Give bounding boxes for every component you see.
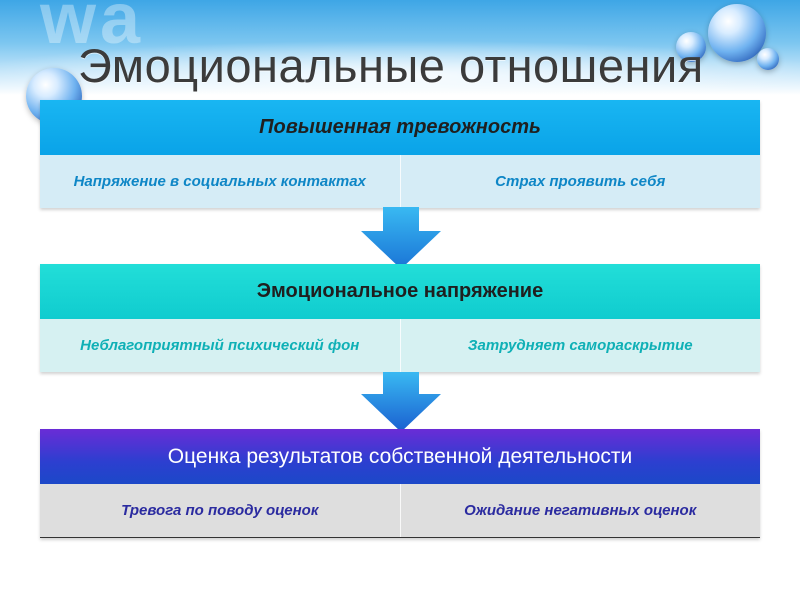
block-row: Неблагоприятный психический фон Затрудня… bbox=[40, 319, 760, 372]
block-cell: Напряжение в социальных контактах bbox=[73, 172, 366, 190]
decorative-orb-icon bbox=[708, 4, 766, 62]
decorative-orb-icon bbox=[676, 32, 706, 62]
down-arrow-icon bbox=[361, 372, 441, 432]
block-cell: Тревога по поводу оценок bbox=[121, 501, 319, 519]
block-heading: Повышенная тревожность bbox=[40, 100, 760, 155]
background-watermark: wa bbox=[40, 0, 145, 59]
block-cell: Неблагоприятный психический фон bbox=[80, 336, 360, 354]
block-heading: Оценка результатов собственной деятельно… bbox=[40, 429, 760, 484]
block-cell: Затрудняет самораскрытие bbox=[399, 319, 761, 372]
block-increased-anxiety: Повышенная тревожность Напряжение в соци… bbox=[40, 100, 760, 208]
decorative-orb-icon bbox=[757, 48, 779, 70]
block-emotional-tension: Эмоциональное напряжение Неблагоприятный… bbox=[40, 264, 760, 372]
block-self-assessment: Оценка результатов собственной деятельно… bbox=[40, 429, 760, 538]
slide-title: Эмоциональные отношения bbox=[78, 39, 704, 92]
block-heading: Эмоциональное напряжение bbox=[40, 264, 760, 319]
down-arrow-icon bbox=[361, 207, 441, 269]
block-cell: Ожидание негативных оценок bbox=[399, 484, 761, 537]
block-row: Напряжение в социальных контактах Страх … bbox=[40, 155, 760, 208]
header-glow bbox=[0, 40, 800, 110]
block-cell: Страх проявить себя bbox=[399, 155, 761, 208]
block-row: Тревога по поводу оценок Ожидание негати… bbox=[40, 484, 760, 538]
